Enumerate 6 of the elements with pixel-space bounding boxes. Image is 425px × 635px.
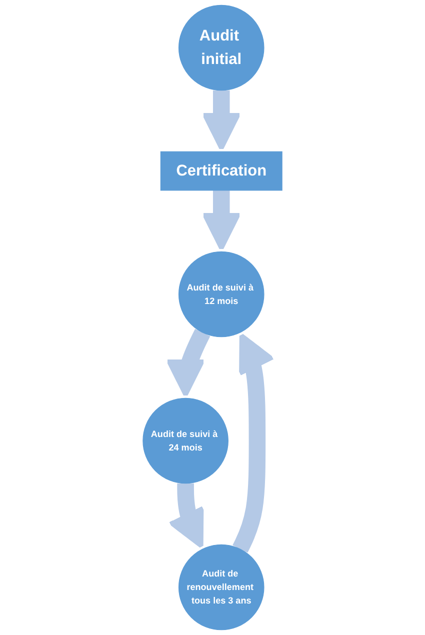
arrow	[232, 331, 276, 553]
node-circle: Audit de suivi à 24 mois	[142, 398, 228, 484]
node-circle: Audit de suivi à 12 mois	[178, 251, 264, 338]
node-circle: Audit de renouvellement tous les 3 ans	[178, 544, 264, 630]
node-box: Certification	[160, 151, 282, 191]
node-circle: Audit initial	[178, 4, 264, 91]
